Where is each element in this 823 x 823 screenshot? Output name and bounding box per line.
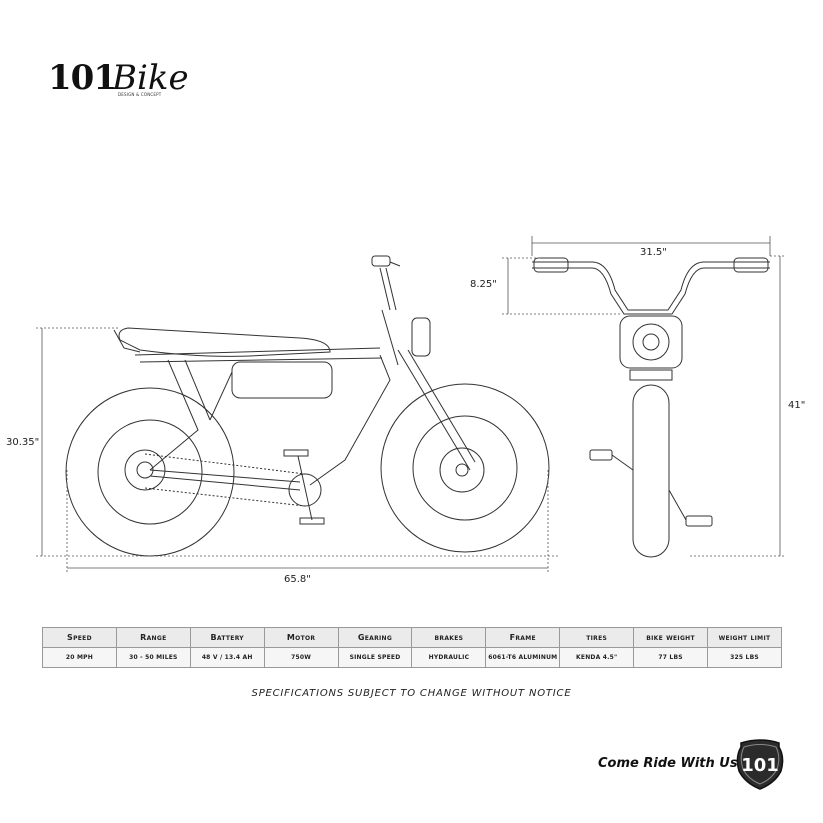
spec-header: Battery: [189, 627, 265, 648]
side-dimension-lines: [36, 327, 560, 574]
spec-value: 20 MPH: [42, 647, 117, 668]
front-tire: [380, 383, 550, 553]
spec-header: Speed: [42, 627, 117, 648]
spec-value: 30 - 50 MILES: [115, 647, 191, 668]
rear-tire: [65, 387, 235, 557]
specs-value-row: 20 MPH 30 - 50 MILES 48 V / 13.4 AH 750W…: [42, 647, 782, 668]
spec-value: SINGLE SPEED: [337, 647, 413, 668]
spec-header: weight limit: [707, 627, 782, 648]
spec-value: KENDA 4.5": [559, 647, 635, 668]
brand-logo: 101 Bike: [48, 52, 189, 108]
front-view-bike: [532, 257, 770, 558]
spec-value: 48 V / 13.4 AH: [189, 647, 265, 668]
logo-number: 101: [48, 58, 117, 98]
spec-header: bike weight: [633, 627, 709, 648]
shield-badge-icon: 101: [736, 739, 784, 790]
logo-word: Bike: [112, 58, 189, 98]
side-view-bike: [65, 255, 550, 557]
specs-notice: SPECIFICATIONS SUBJECT TO CHANGE WITHOUT…: [251, 688, 572, 699]
spec-header: tires: [559, 627, 635, 648]
front-rim: [412, 415, 518, 521]
logo-tagline: DESIGN & CONCEPT: [118, 92, 162, 97]
specs-table: Speed Range Battery Motor Gearing brakes…: [42, 627, 782, 668]
spec-value: 750W: [263, 647, 339, 668]
spec-header: brakes: [411, 627, 487, 648]
rear-hub-motor: [124, 449, 166, 491]
seat: [118, 327, 331, 357]
spec-header: Motor: [263, 627, 339, 648]
spec-header: Frame: [485, 627, 561, 648]
handlebar-width-dimension: 31.5": [640, 247, 667, 258]
front-brake-rotor: [439, 447, 485, 493]
front-headlight: [619, 315, 683, 369]
spec-value: 6061-T6 ALUMINUM: [485, 647, 561, 668]
spec-value: HYDRAULIC: [411, 647, 487, 668]
side-height-dimension: 30.35": [6, 437, 40, 448]
battery-pack: [231, 361, 333, 399]
grip: [371, 255, 391, 267]
rear-rim: [97, 419, 203, 525]
left-pedal: [589, 449, 613, 461]
spec-value: 77 LBS: [633, 647, 709, 668]
headlight: [411, 317, 431, 357]
specs-header-row: Speed Range Battery Motor Gearing brakes…: [42, 627, 782, 648]
handlebar-rise-dimension: 8.25": [470, 279, 497, 290]
front-dimension-lines: [502, 236, 786, 557]
cta-text: Come Ride With Us!: [598, 756, 744, 771]
length-dimension: 65.8": [284, 574, 311, 585]
front-height-dimension: 41": [788, 400, 806, 411]
badge-text: 101: [741, 755, 779, 776]
front-view-tire: [632, 384, 670, 558]
spec-header: Range: [115, 627, 191, 648]
right-grip: [733, 257, 769, 273]
left-grip: [533, 257, 569, 273]
spec-value: 325 LBS: [707, 647, 782, 668]
spec-header: Gearing: [337, 627, 413, 648]
right-pedal: [685, 515, 713, 527]
